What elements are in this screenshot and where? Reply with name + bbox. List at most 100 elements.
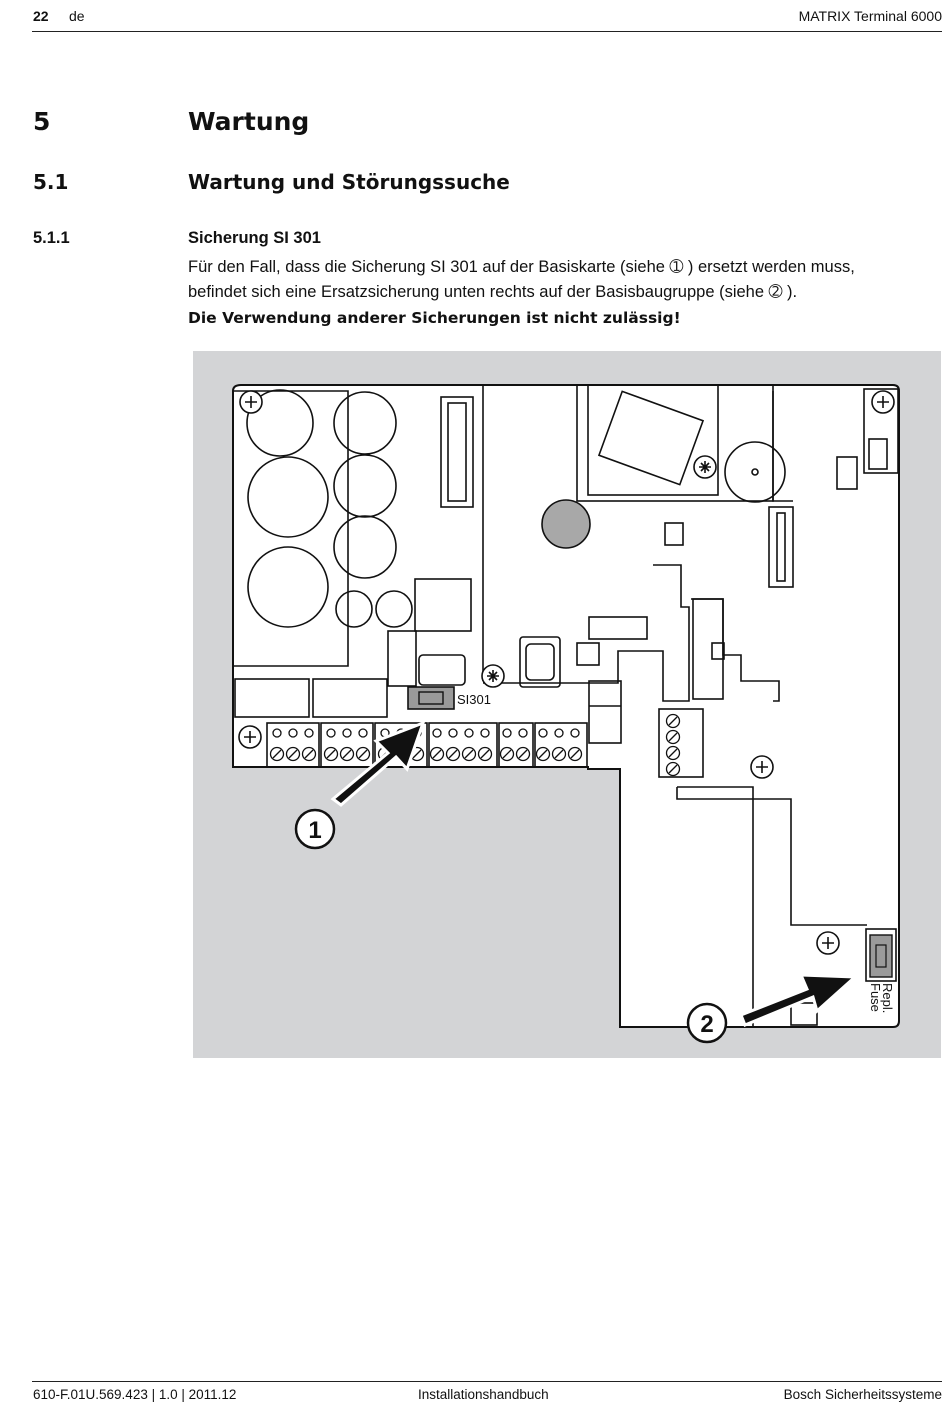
arrow-to-si301 [330, 720, 426, 807]
terminal-screw-slot [554, 749, 564, 759]
terminal-hole [288, 728, 298, 738]
si301-fuse-element [418, 691, 444, 705]
terminal-screw-slot [668, 732, 678, 742]
footer-rule [32, 1381, 942, 1382]
terminal-hole [358, 728, 368, 738]
spare-fuse-label-line2: Fuse [868, 983, 883, 1012]
relay [234, 678, 310, 718]
terminal-hole [554, 728, 564, 738]
screw-icon [816, 931, 840, 955]
screw-icon [238, 725, 262, 749]
screw-icon [750, 755, 774, 779]
terminal-screw-slot [272, 749, 282, 759]
terminal-hole [432, 728, 442, 738]
terminal-hole [570, 728, 580, 738]
board-outline [232, 384, 900, 1028]
buzzer [724, 441, 786, 503]
spare-fuse-label-line1: Repl. [880, 983, 895, 1013]
circuit-trace [676, 786, 867, 1027]
capacitor [246, 389, 314, 457]
section-number: 5 [33, 107, 51, 136]
terminal-block [428, 722, 498, 768]
product-name: MATRIX Terminal 6000 [798, 8, 942, 24]
terminal-screw-slot [448, 749, 458, 759]
component [387, 630, 417, 687]
footer-company: Bosch Sicherheitssysteme [783, 1387, 942, 1402]
terminal-hole [326, 728, 336, 738]
circuit-trace [483, 564, 690, 702]
subsection-title: Wartung und Störungssuche [188, 170, 510, 194]
contact-pad [868, 438, 888, 470]
transformer [414, 578, 472, 632]
terminal-block [374, 722, 428, 768]
relay [312, 678, 388, 718]
terminal-screw-slot [358, 749, 368, 759]
terminal-screw-slot [480, 749, 490, 759]
terminal-hole [518, 728, 528, 738]
terminal-screw-slot [342, 749, 352, 759]
body-line-2: befindet sich eine Ersatzsicherung unten… [188, 283, 798, 301]
capacitor [375, 590, 413, 628]
subsection-number: 5.1 [33, 170, 69, 194]
terminal-screw-slot [304, 749, 314, 759]
ic-chip [519, 636, 561, 688]
capacitor [333, 515, 397, 579]
terminal-screw-slot [668, 716, 678, 726]
terminal-screw-slot [502, 749, 512, 759]
ribbon-connector [440, 396, 474, 508]
si301-fuse [407, 686, 455, 710]
connector-tab [711, 642, 725, 660]
display-chip [597, 390, 705, 486]
subsubsection-number: 5.1.1 [33, 229, 70, 247]
contact-pad [836, 456, 858, 490]
terminal-screw-slot [538, 749, 548, 759]
body-line-1: Für den Fall, dass die Sicherung SI 301 … [188, 258, 855, 276]
relay [418, 654, 466, 686]
capacitor [333, 391, 397, 455]
terminal-hole [502, 728, 512, 738]
page-number: 22 [33, 8, 49, 24]
spare-fuse-label: Repl. Fuse [868, 983, 895, 1013]
capacitor [247, 456, 329, 538]
small-connector [576, 642, 600, 666]
footer-doc-type: Installationshandbuch [418, 1387, 549, 1402]
capacitor [335, 590, 373, 628]
fuse-holder-block [588, 680, 622, 744]
terminal-screw-slot [412, 749, 422, 759]
terminal-block [266, 722, 320, 768]
buzzer-center [751, 468, 759, 476]
header-rule [32, 31, 942, 32]
callout-2: 2 [686, 1002, 728, 1044]
terminal-screw-slot [432, 749, 442, 759]
callout-1-number: 1 [308, 817, 321, 844]
terminal-hole [342, 728, 352, 738]
terminal-screw-slot [668, 764, 678, 774]
spare-connector [790, 1002, 818, 1026]
pin-header [768, 506, 794, 588]
capacitor [247, 546, 329, 628]
terminal-screw-slot [518, 749, 528, 759]
terminal-block [498, 722, 534, 768]
callout-1: 1 [294, 808, 336, 850]
terminal-hole [480, 728, 490, 738]
spare-fuse-element [875, 944, 887, 968]
terminal-screw-slot [326, 749, 336, 759]
spare-fuse [869, 934, 893, 978]
terminal-hole [464, 728, 474, 738]
terminal-screw-slot [668, 748, 678, 758]
section-title: Wartung [188, 107, 310, 136]
terminal-screw-slot [288, 749, 298, 759]
screw-icon [693, 455, 717, 479]
terminal-block [534, 722, 588, 768]
language-code: de [69, 8, 85, 24]
terminal-hole [448, 728, 458, 738]
circuit-board-figure: SI301 Repl. Fuse 1 2 [193, 351, 941, 1058]
ribbon-connector-inner [447, 402, 467, 502]
connector-block [692, 598, 724, 700]
screw-icon [239, 390, 263, 414]
ic-chip-inner [525, 643, 555, 681]
terminal-hole [272, 728, 282, 738]
terminal-block [658, 708, 704, 778]
terminal-screw-slot [464, 749, 474, 759]
dip-switch [588, 616, 648, 640]
